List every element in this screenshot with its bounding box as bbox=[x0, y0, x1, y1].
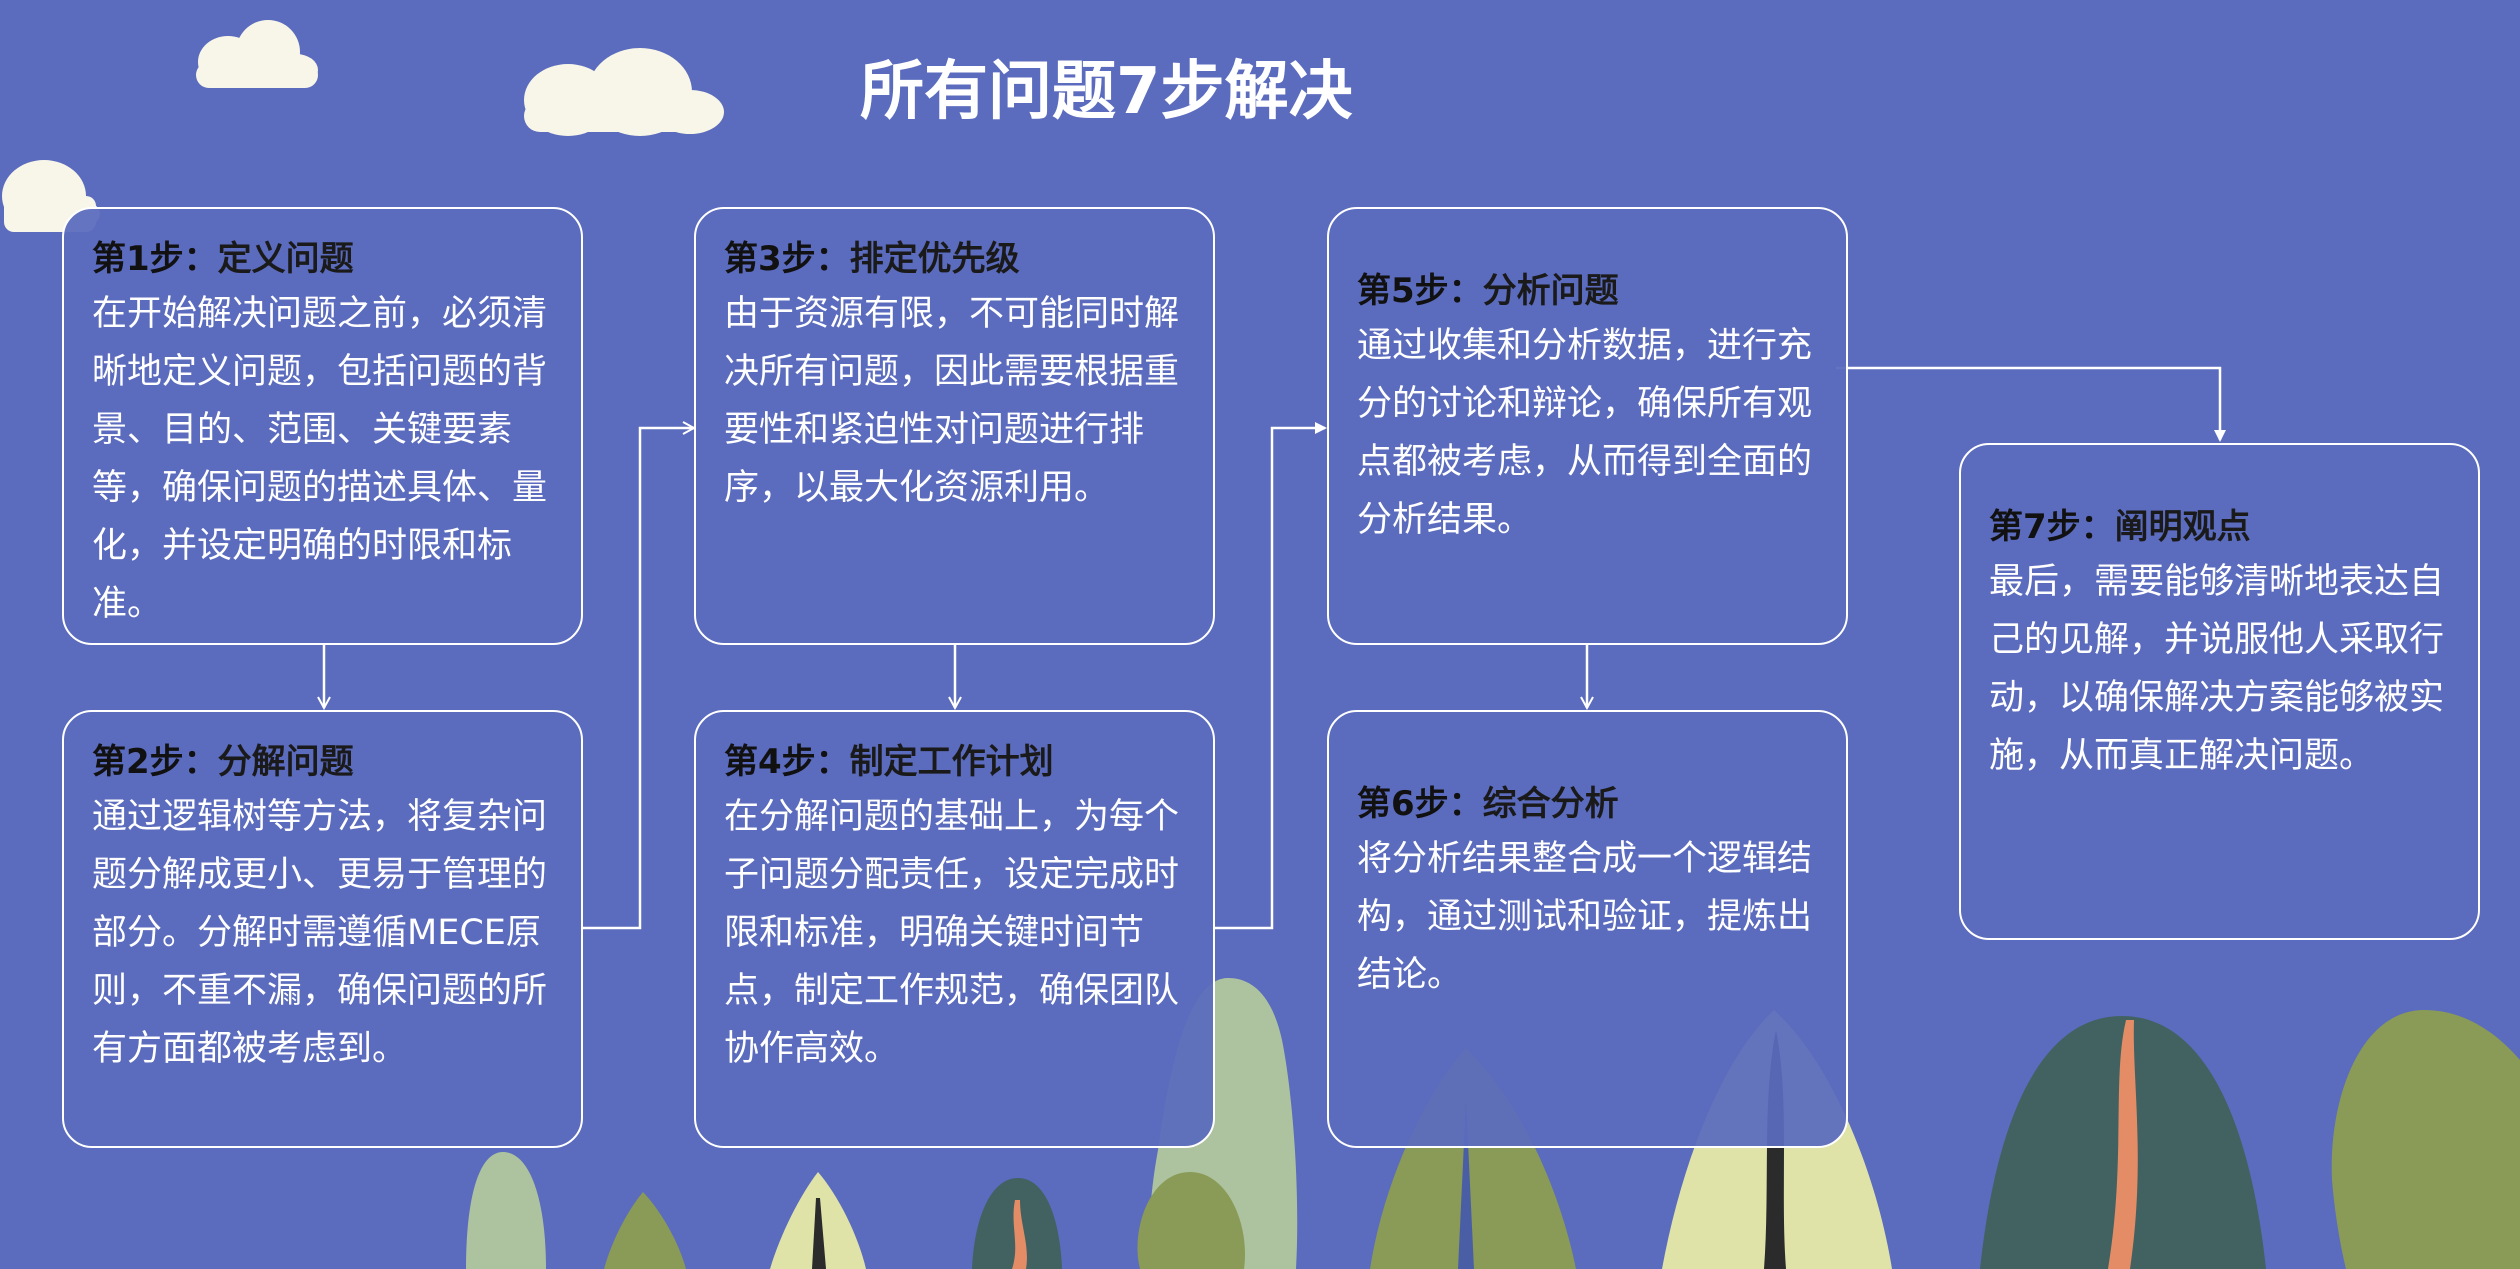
step-number: 第7步： bbox=[1989, 507, 2115, 547]
step-heading: 第3步：排定优先级 bbox=[724, 235, 1185, 283]
step-title: 定义问题 bbox=[217, 239, 354, 279]
tree-icon bbox=[1458, 1100, 1474, 1269]
step-description: 通过收集和分析数据，进行充分的讨论和辩论，确保所有观点都被考虑，从而得到全面的分… bbox=[1357, 326, 1813, 540]
tree-icon bbox=[2331, 1010, 2520, 1269]
tree-icon bbox=[604, 1192, 686, 1269]
step-3-box: 第3步：排定优先级 由于资源有限，不可能同时解决所有问题，因此需要根据重要性和紧… bbox=[694, 207, 1215, 645]
arrow-step2-to-step3 bbox=[583, 428, 694, 930]
arrow-step4-to-step5 bbox=[1215, 422, 1327, 930]
step-number: 第4步： bbox=[724, 742, 850, 782]
arrow-step5-to-step7 bbox=[1836, 366, 2226, 442]
step-1-box: 第1步：定义问题 在开始解决问题之前，必须清晰地定义问题，包括问题的背景、目的、… bbox=[62, 207, 583, 645]
cloud-icon bbox=[196, 20, 318, 88]
step-title: 阐明观点 bbox=[2114, 507, 2251, 547]
step-4-box: 第4步：制定工作计划 在分解问题的基础上，为每个子问题分配责任，设定完成时限和标… bbox=[694, 710, 1215, 1148]
step-description: 将分析结果整合成一个逻辑结构，通过测试和验证，提炼出结论。 bbox=[1357, 839, 1813, 995]
step-heading: 第4步：制定工作计划 bbox=[724, 738, 1185, 786]
tree-icon bbox=[1137, 1172, 1245, 1269]
step-title: 综合分析 bbox=[1482, 784, 1619, 824]
step-description: 通过逻辑树等方法，将复杂问题分解成更小、更易于管理的部分。分解时需遵循MECE原… bbox=[92, 797, 548, 1069]
step-title: 制定工作计划 bbox=[849, 742, 1054, 782]
step-number: 第2步： bbox=[92, 742, 218, 782]
step-heading: 第1步：定义问题 bbox=[92, 235, 553, 283]
step-title: 分解问题 bbox=[217, 742, 354, 782]
tree-icon bbox=[1370, 1048, 1576, 1269]
tree-icon bbox=[466, 1152, 546, 1269]
step-number: 第6步： bbox=[1357, 784, 1483, 824]
step-heading: 第6步：综合分析 bbox=[1357, 780, 1818, 828]
step-heading: 第7步：阐明观点 bbox=[1989, 503, 2450, 551]
step-number: 第3步： bbox=[724, 239, 850, 279]
step-heading: 第2步：分解问题 bbox=[92, 738, 553, 786]
step-description: 在开始解决问题之前，必须清晰地定义问题，包括问题的背景、目的、范围、关键要素等，… bbox=[92, 294, 548, 624]
step-description: 在分解问题的基础上，为每个子问题分配责任，设定完成时限和标准，明确关键时间节点，… bbox=[724, 797, 1180, 1069]
tree-icon bbox=[1012, 1200, 1027, 1269]
step-number: 第1步： bbox=[92, 239, 218, 279]
tree-icon bbox=[812, 1198, 826, 1269]
step-description: 最后，需要能够清晰地表达自己的见解，并说服他人采取行动，以确保解决方案能够被实施… bbox=[1989, 562, 2445, 776]
step-heading: 第5步：分析问题 bbox=[1357, 267, 1818, 315]
tree-icon bbox=[2108, 1020, 2138, 1269]
cloud-icon bbox=[524, 48, 724, 136]
step-2-box: 第2步：分解问题 通过逻辑树等方法，将复杂问题分解成更小、更易于管理的部分。分解… bbox=[62, 710, 583, 1148]
step-number: 第5步： bbox=[1357, 271, 1483, 311]
step-5-box: 第5步：分析问题 通过收集和分析数据，进行充分的讨论和辩论，确保所有观点都被考虑… bbox=[1327, 207, 1848, 645]
step-7-box: 第7步：阐明观点 最后，需要能够清晰地表达自己的见解，并说服他人采取行动，以确保… bbox=[1959, 443, 2480, 940]
step-title: 分析问题 bbox=[1482, 271, 1619, 311]
step-description: 由于资源有限，不可能同时解决所有问题，因此需要根据重要性和紧迫性对问题进行排序，… bbox=[724, 294, 1180, 508]
page-title: 所有问题7步解决 bbox=[860, 55, 1353, 129]
step-6-box: 第6步：综合分析 将分析结果整合成一个逻辑结构，通过测试和验证，提炼出结论。 bbox=[1327, 710, 1848, 1148]
step-title: 排定优先级 bbox=[849, 239, 1020, 279]
